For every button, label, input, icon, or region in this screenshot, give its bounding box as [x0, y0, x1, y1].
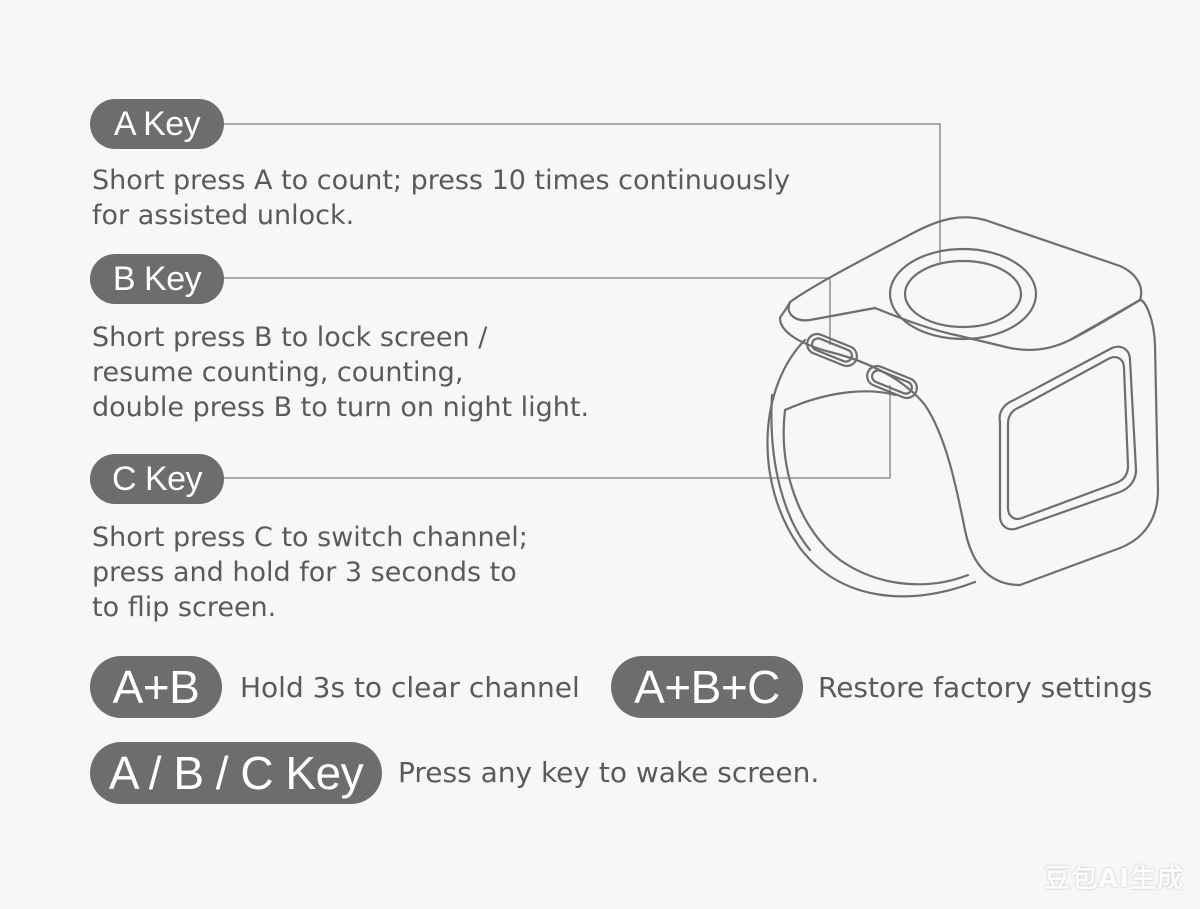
button-b-inner [810, 337, 854, 363]
a-key-description: Short press A to count; press 10 times c… [92, 163, 790, 233]
button-b [806, 332, 858, 368]
b-key-description-line-2: resume counting, counting, [92, 357, 464, 388]
ab-combo-label: A+B [90, 656, 222, 718]
body-front-edge [778, 298, 1160, 587]
any-key-label: A / B / C Key [90, 742, 382, 804]
c-key-description-line-2: press and hold for 3 seconds to [92, 557, 517, 588]
b-key-description: Short press B to lock screen / resume co… [92, 320, 589, 425]
abc-combo-label: A+B+C [611, 656, 803, 718]
ab-combo-text: Hold 3s to clear channel [240, 671, 580, 704]
button-a [903, 259, 1023, 329]
b-key-label: B Key [90, 254, 224, 304]
b-key-description-line-3: double press B to turn on night light. [92, 392, 590, 423]
c-key-description-line-1: Short press C to switch channel; [92, 522, 528, 553]
c-key-description: Short press C to switch channel; press a… [92, 520, 528, 625]
c-key-label: C Key [90, 454, 224, 504]
a-key-description-line-2: for assisted unlock. [92, 200, 355, 231]
body-side-fold [778, 300, 792, 320]
leader-line-c [222, 385, 891, 479]
leader-line-a [222, 123, 941, 262]
c-key-description-line-3: to flip screen. [92, 592, 277, 623]
abc-combo-text: Restore factory settings [818, 671, 1153, 704]
screen-bezel [998, 345, 1138, 531]
a-key-label: A Key [90, 99, 224, 149]
any-key-text: Press any key to wake screen. [398, 756, 820, 789]
button-c [866, 364, 918, 400]
b-key-description-line-1: Short press B to lock screen / [92, 322, 488, 353]
ring-device-illustration [766, 216, 1160, 598]
band-inner [782, 408, 970, 586]
button-a-outer-ring [888, 247, 1038, 341]
watermark: 豆包AI生成 [1044, 864, 1184, 894]
band-inner-top [783, 390, 897, 412]
body-inner-edge [1068, 298, 1142, 342]
band-outer [766, 338, 977, 598]
screen-display [1006, 356, 1130, 520]
band-edge [770, 393, 812, 552]
button-c-inner [870, 369, 914, 395]
a-key-description-line-1: Short press A to count; press 10 times c… [92, 165, 791, 196]
